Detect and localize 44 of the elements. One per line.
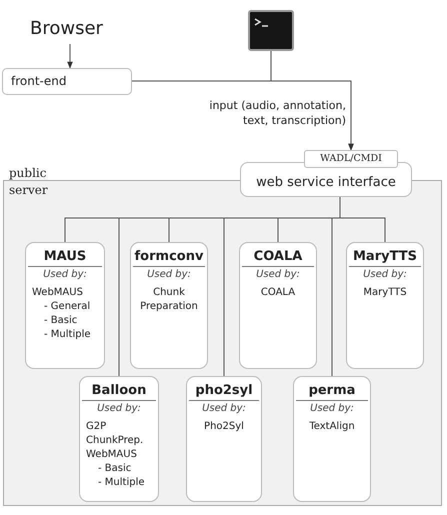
client-item: Chunk Preparation	[139, 286, 199, 314]
connector	[67, 44, 73, 69]
service-card	[25, 242, 105, 369]
client-item: Pho2Syl	[203, 420, 245, 434]
client-item: G2P	[85, 420, 108, 434]
service-name: pho2syl	[189, 383, 259, 401]
service-card	[186, 376, 262, 502]
used-by-heading: Used by:	[42, 269, 88, 280]
service-name: MAUS	[28, 249, 102, 267]
used-by-heading: Used by:	[255, 269, 301, 280]
browser-label: Browser	[30, 18, 103, 39]
client-item: TextAlign	[308, 420, 356, 434]
client-item: - Basic	[97, 462, 132, 476]
connector	[332, 196, 340, 376]
used-by-heading: Used by:	[96, 403, 142, 414]
service-card	[130, 242, 208, 369]
service-card	[239, 242, 317, 369]
client-item: ChunkPrep.	[85, 434, 144, 448]
client-item: WebMAUS	[31, 286, 84, 300]
service-card	[293, 376, 371, 502]
service-name: COALA	[242, 249, 314, 267]
client-item: - Multiple	[43, 328, 92, 342]
service-name: perma	[296, 383, 368, 401]
service-card	[346, 242, 424, 369]
connector	[270, 50, 354, 151]
service-name: Balloon	[82, 383, 156, 401]
service-name: formconv	[133, 249, 205, 267]
edge-label: input (audio, annotation, text, transcription)	[208, 98, 346, 128]
used-by-heading: Used by:	[146, 269, 192, 280]
used-by-heading: Used by:	[309, 403, 355, 414]
client-item: COALA	[260, 286, 296, 300]
used-by-heading: Used by:	[201, 403, 247, 414]
client-item: - General	[43, 300, 92, 314]
frontend-box: front-end	[2, 68, 132, 95]
panel-heading: public server	[9, 165, 49, 199]
service-card	[79, 376, 159, 502]
terminal-icon	[248, 10, 294, 51]
service-name: MaryTTS	[349, 249, 421, 267]
client-item: - Multiple	[97, 476, 146, 490]
used-by-heading: Used by:	[362, 269, 408, 280]
client-item: MaryTTS	[362, 286, 408, 300]
format-tab: WADL/CMDI	[304, 150, 398, 168]
client-item: WebMAUS	[85, 448, 138, 462]
client-item: - Basic	[43, 314, 78, 328]
